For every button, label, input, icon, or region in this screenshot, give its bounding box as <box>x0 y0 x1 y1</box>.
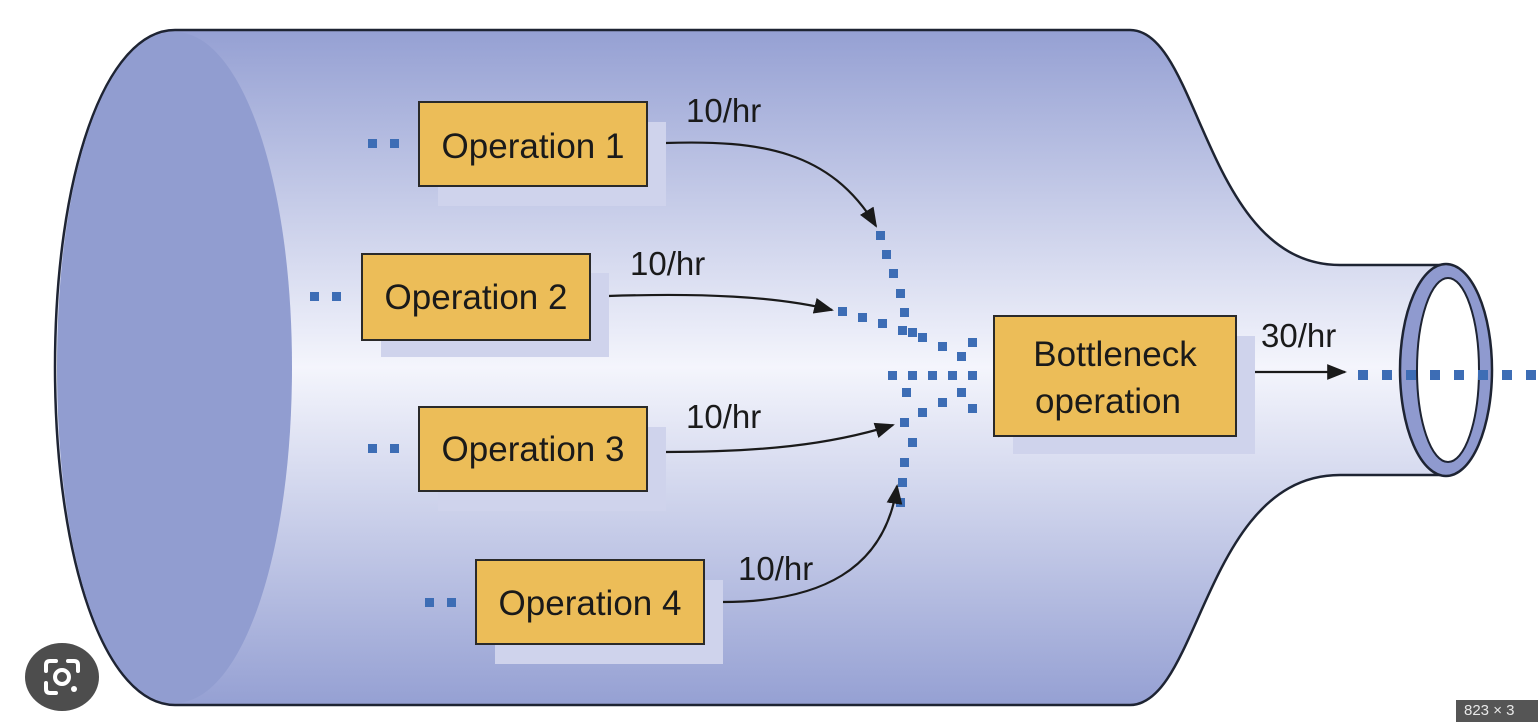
rate-label-op2: 10/hr <box>630 245 705 282</box>
bottle-body <box>53 28 1442 707</box>
arrow-op2 <box>607 293 834 314</box>
operation-4-label: Operation 4 <box>499 584 682 623</box>
flow-arrows <box>607 141 1347 604</box>
arrow-op3 <box>664 422 895 454</box>
operation-2-label: Operation 2 <box>385 278 568 317</box>
operation-box-1: Operation 1 <box>418 101 666 206</box>
operation-3-label: Operation 3 <box>442 430 625 469</box>
rate-label-bottleneck: 30/hr <box>1261 317 1336 354</box>
rate-label-op3: 10/hr <box>686 398 761 435</box>
operation-box-4: Operation 4 <box>475 559 723 664</box>
arrow-op1 <box>664 141 878 228</box>
rate-label-op4: 10/hr <box>738 550 813 587</box>
bottle-mouth-inner <box>1416 277 1480 463</box>
arrow-op4 <box>721 484 903 604</box>
rate-label-op1: 10/hr <box>686 92 761 129</box>
bottleneck-label-line1: Bottleneck <box>1033 335 1197 374</box>
operation-1-label: Operation 1 <box>442 127 625 166</box>
google-lens-button[interactable] <box>25 643 99 711</box>
bottleneck-label-line2: operation <box>1035 382 1181 421</box>
operation-box-2: Operation 2 <box>361 253 609 357</box>
output-dots <box>1358 370 1536 380</box>
google-lens-icon <box>44 659 80 695</box>
input-dots <box>310 139 456 607</box>
bottleneck-box: Bottleneck operation <box>993 315 1255 454</box>
bottle-base <box>57 32 292 703</box>
image-size-badge: 823 × 3 <box>1456 700 1538 722</box>
operation-box-3: Operation 3 <box>418 406 666 511</box>
